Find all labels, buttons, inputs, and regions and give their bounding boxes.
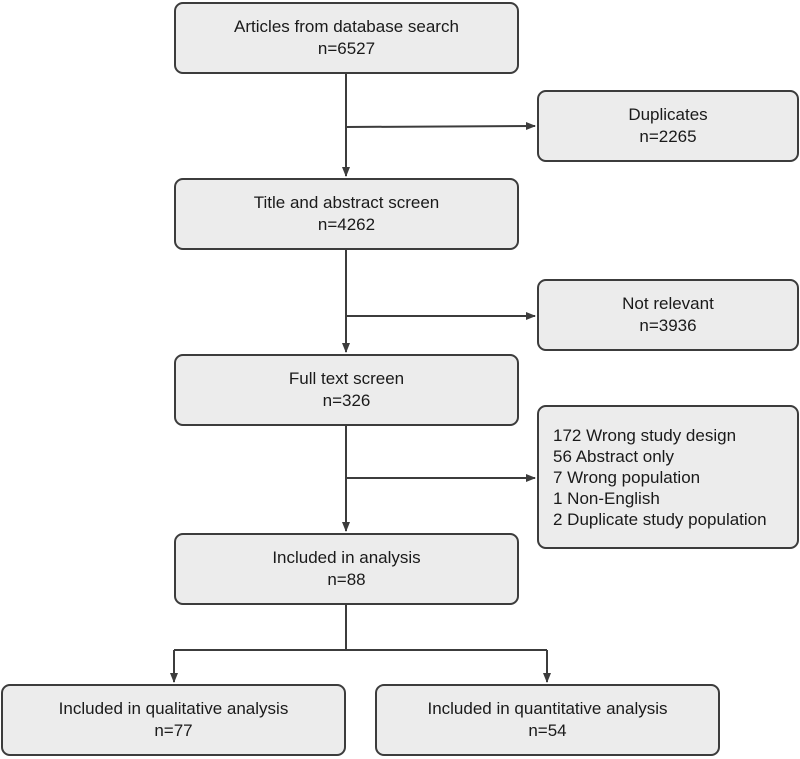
included-count: n=88 [327,570,366,589]
database-search-box: Articles from database search n=6527 [174,2,519,74]
included-in-analysis-box: Included in analysis n=88 [174,533,519,605]
not-relevant-count: n=3936 [639,316,697,335]
exclusion-reason: 7 Wrong population [553,467,701,487]
qualitative-label: Included in qualitative analysis [58,699,289,718]
title-abstract-label: Title and abstract screen [253,193,440,212]
arrow-to-duplicates [345,122,536,131]
full-text-screen-box: Full text screen n=326 [174,354,519,426]
duplicates-box: Duplicates n=2265 [537,90,799,162]
full-text-label: Full text screen [288,369,405,388]
title-abstract-count: n=4262 [317,215,376,234]
database-search-count: n=6527 [317,39,376,58]
exclusion-reason: 172 Wrong study design [553,425,737,445]
quantitative-label: Included in quantitative analysis [427,699,668,718]
quantitative-analysis-box: Included in quantitative analysis n=54 [375,684,720,756]
qualitative-count: n=77 [154,721,193,740]
database-search-label: Articles from database search [234,17,459,36]
quantitative-count: n=54 [528,721,567,740]
exclusion-reasons-box: 172 Wrong study design 56 Abstract only … [537,405,799,549]
exclusion-reason: 2 Duplicate study population [553,509,767,529]
duplicates-label: Duplicates [628,105,708,124]
included-label: Included in analysis [272,548,421,567]
qualitative-analysis-box: Included in qualitative analysis n=77 [1,684,346,756]
exclusion-reason: 56 Abstract only [553,446,674,466]
exclusion-reason: 1 Non-English [553,488,660,508]
not-relevant-label: Not relevant [622,294,714,313]
not-relevant-box: Not relevant n=3936 [537,279,799,351]
full-text-count: n=326 [322,391,371,410]
title-abstract-screen-box: Title and abstract screen n=4262 [174,178,519,250]
duplicates-count: n=2265 [639,127,697,146]
